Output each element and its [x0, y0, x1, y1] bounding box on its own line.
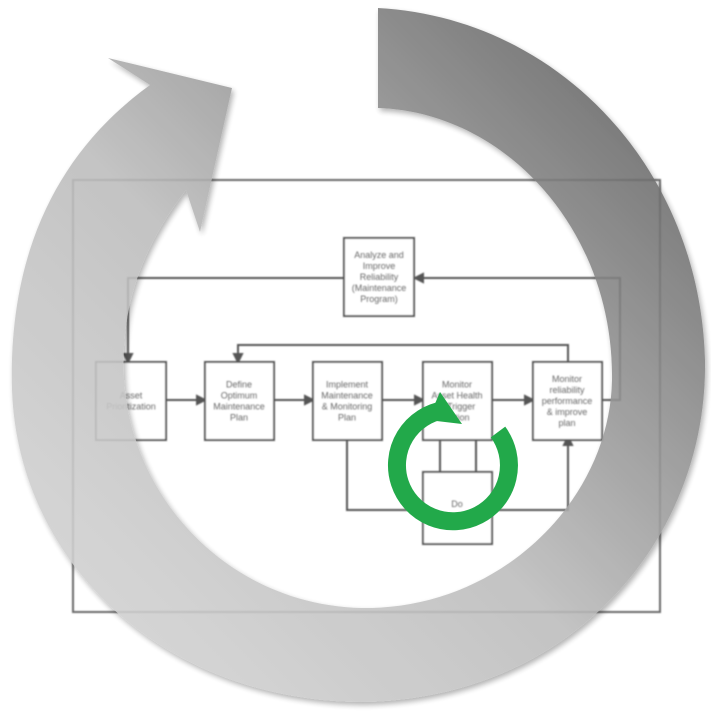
label-line: & Trigger	[439, 402, 476, 412]
feedback-line-inner	[237, 344, 569, 362]
box-implement	[312, 361, 383, 441]
arrowhead	[196, 394, 208, 406]
label-line: plan	[558, 418, 575, 428]
label-line: (Maintenance	[352, 283, 407, 293]
label-line: Monitor	[552, 374, 582, 384]
circular-arrow-icon	[11, 8, 706, 702]
arrowhead	[414, 394, 426, 406]
box-analyze	[343, 237, 415, 317]
label-line: Optimum	[221, 391, 258, 401]
arrowhead	[304, 394, 316, 406]
label-line: Do	[451, 499, 463, 509]
box-monitor-reliability	[532, 361, 603, 441]
label-do: Do	[451, 499, 463, 509]
label-line: performance	[542, 396, 593, 406]
arrowhead	[524, 394, 536, 406]
label-line: Maintenance	[321, 391, 373, 401]
label-line: Analyze and	[354, 250, 404, 260]
label-line: Reliability	[360, 272, 399, 282]
arrowhead	[232, 353, 244, 365]
label-line: reliability	[549, 385, 585, 395]
label-line: Asset	[120, 391, 143, 401]
label-line: Maintenance	[213, 402, 265, 412]
feedback-line-top	[127, 277, 345, 360]
box-monitor-health	[422, 361, 493, 441]
arrowhead	[122, 353, 134, 365]
box-define	[204, 361, 275, 441]
label-line: Improve	[363, 261, 396, 271]
label-line: Define	[226, 380, 252, 390]
label-line: Prioritization	[106, 402, 156, 412]
label-line: Implement	[326, 380, 369, 390]
label-line: Plan	[338, 413, 356, 423]
label-line: Monitor	[442, 380, 472, 390]
label-line: Asset Health	[431, 391, 482, 401]
arrowhead	[412, 272, 424, 284]
label-line: Program)	[360, 294, 398, 304]
label-line: Plan	[230, 413, 248, 423]
green-cycle-icon	[387, 392, 518, 531]
flow-line	[346, 440, 420, 511]
label-line: & Monitoring	[322, 402, 373, 412]
label-line: & improve	[547, 407, 588, 417]
